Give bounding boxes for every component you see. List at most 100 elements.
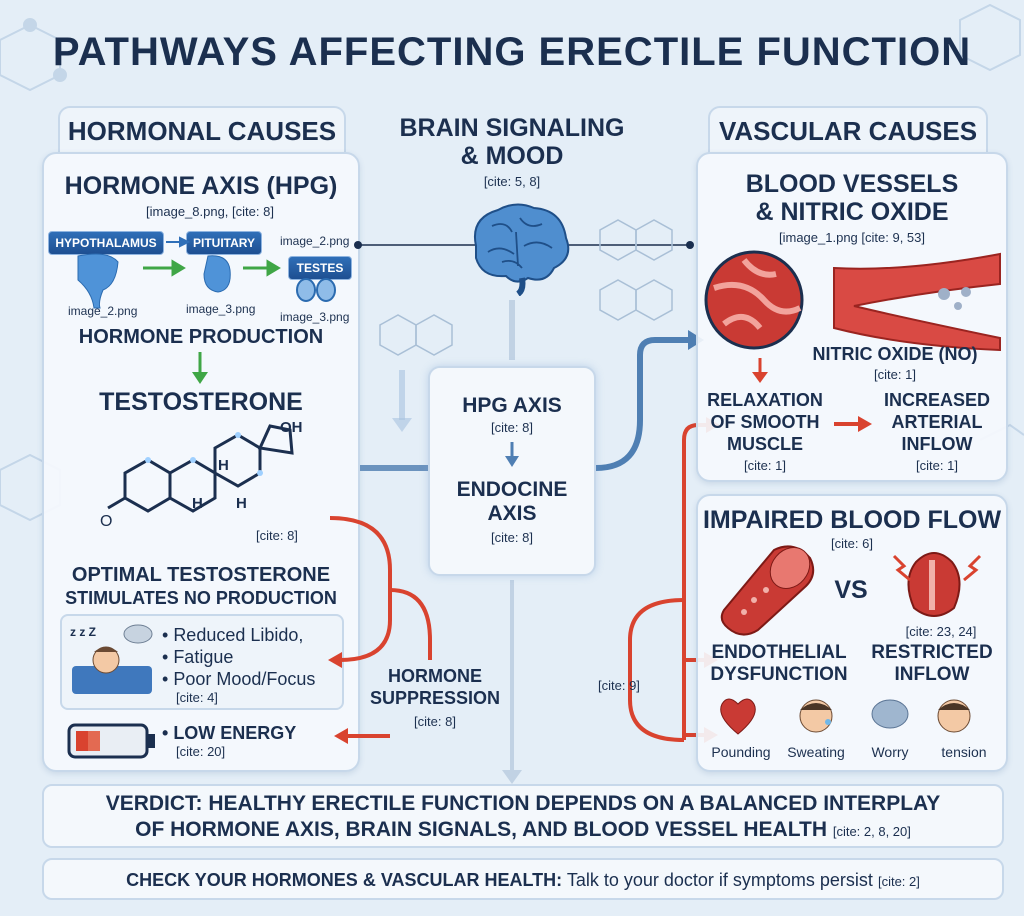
hypothalamus-icon xyxy=(77,253,119,309)
inflow-cite: [cite: 1] xyxy=(916,458,958,473)
inflow-line1: INCREASED xyxy=(883,390,990,410)
vessels-title-line1: BLOOD VESSELS xyxy=(745,170,959,198)
nitric-oxide-label: NITRIC OXIDE (NO) xyxy=(812,344,978,364)
testes-icon xyxy=(296,278,336,302)
relaxation-line3: MUSCLE xyxy=(727,434,803,454)
verdict-box: VERDICT: HEALTHY ERECTILE FUNCTION DEPEN… xyxy=(42,784,1004,848)
pituitary-icon xyxy=(203,255,231,293)
image-ref-hypothalamus: image_2.png xyxy=(68,304,138,318)
symptom-worry: Worry xyxy=(871,744,909,760)
testosterone-cite: [cite: 8] xyxy=(256,528,298,543)
hormonal-causes-tab: HORMONAL CAUSES xyxy=(58,106,346,154)
svg-text:H: H xyxy=(236,495,247,512)
vessels-cite: [image_1.png [cite: 9, 53] xyxy=(779,230,925,245)
endocine-axis-line1: ENDOCINE xyxy=(456,478,568,501)
verdict-line1: VERDICT: HEALTHY ERECTILE FUNCTION DEPEN… xyxy=(105,792,941,815)
side-cite: [cite: 9] xyxy=(598,678,640,693)
svg-text:H: H xyxy=(218,457,229,474)
footer-normal: Talk to your doctor if symptoms persist xyxy=(566,870,873,890)
endocine-axis-cite: [cite: 8] xyxy=(491,530,533,545)
low-energy: • LOW ENERGY xyxy=(162,723,297,743)
low-energy-text: LOW ENERGY xyxy=(173,723,297,743)
restricted-line2: INFLOW xyxy=(894,664,970,685)
hormone-suppression-line2: SUPPRESSION xyxy=(369,688,501,708)
symptom-libido: • Reduced Libido, xyxy=(162,625,304,645)
symptom-pounding: Pounding xyxy=(711,744,771,760)
hormone-axis-cite: [image_8.png, [cite: 8] xyxy=(146,204,274,219)
vessel-magnifier-icon xyxy=(704,250,804,350)
svg-text:H: H xyxy=(192,495,203,512)
relaxation-cite: [cite: 1] xyxy=(744,458,786,473)
hypothalamus-pill: HYPOTHALAMUS xyxy=(48,231,164,255)
symptom-libido-text: Reduced Libido, xyxy=(173,625,304,645)
image-ref-testes-top: image_2.png xyxy=(280,234,350,248)
svg-text:z z Z: z z Z xyxy=(70,625,96,639)
endothelial-line1: ENDOTHELIAL xyxy=(711,642,847,663)
red-right-arrow xyxy=(834,416,872,432)
symptom-sweating: Sweating xyxy=(787,744,845,760)
brain-title-line1: BRAIN SIGNALING xyxy=(399,114,625,142)
verdict-line2-row: OF HORMONE AXIS, BRAIN SIGNALS, AND BLOO… xyxy=(44,818,1002,842)
hormone-axis-title: HORMONE AXIS (HPG) xyxy=(64,172,338,200)
footer-bold: CHECK YOUR HORMONES & VASCULAR HEALTH: xyxy=(126,870,563,890)
impaired-flow-cite: [cite: 6] xyxy=(831,536,873,551)
green-down-arrow xyxy=(192,352,208,384)
footer-row: CHECK YOUR HORMONES & VASCULAR HEALTH: T… xyxy=(44,870,1002,891)
verdict-line2: OF HORMONE AXIS, BRAIN SIGNALS, AND BLOO… xyxy=(135,818,827,841)
testes-pill: TESTES xyxy=(288,256,352,280)
symptoms-cite: [cite: 4] xyxy=(176,690,218,705)
inflow-line2: ARTERIAL xyxy=(891,412,983,432)
impaired-flow-title: IMPAIRED BLOOD FLOW xyxy=(702,506,1002,534)
red-down-arrow xyxy=(752,358,768,383)
verdict-cite: [cite: 2, 8, 20] xyxy=(832,824,911,839)
hormone-suppression-cite: [cite: 8] xyxy=(414,714,456,729)
testosterone-molecule-icon: O OH H H H xyxy=(100,419,303,530)
brain-icon xyxy=(474,203,570,296)
symptom-fatigue-text: Fatigue xyxy=(173,647,234,667)
low-battery-icon xyxy=(67,723,155,759)
brain-title-line2: & MOOD xyxy=(460,142,564,170)
restricted-cite: [cite: 23, 24] xyxy=(905,624,977,639)
svg-text:O: O xyxy=(100,513,112,530)
brain-cite: [cite: 5, 8] xyxy=(483,174,541,189)
damaged-artery-icon xyxy=(720,545,815,636)
testosterone-label: TESTOSTERONE xyxy=(99,388,303,416)
hpg-gland-illustration xyxy=(77,236,336,309)
symptom-fatigue: • Fatigue xyxy=(162,647,234,667)
hormone-production-label: HORMONE PRODUCTION xyxy=(78,326,324,348)
endocine-axis-line2: AXIS xyxy=(487,502,537,525)
blood-vessel-illustration xyxy=(704,250,1001,352)
footer-cite: [cite: 2] xyxy=(877,874,920,889)
page-title: PATHWAYS AFFECTING ERECTILE FUNCTION xyxy=(52,30,972,74)
relaxation-line2: OF SMOOTH xyxy=(710,412,820,432)
image-ref-pituitary: image_3.png xyxy=(186,302,256,316)
hpg-axis-box xyxy=(428,366,596,576)
footer-box: CHECK YOUR HORMONES & VASCULAR HEALTH: T… xyxy=(42,858,1004,900)
endothelial-line2: DYSFUNCTION xyxy=(710,664,848,685)
low-energy-cite: [cite: 20] xyxy=(176,744,226,759)
vascular-causes-tab: VASCULAR CAUSES xyxy=(708,106,988,154)
optimal-testosterone-line1: OPTIMAL TESTOSTERONE xyxy=(71,564,331,586)
hpg-axis-label: HPG AXIS xyxy=(462,394,562,417)
tired-person-icon: z z Z xyxy=(70,624,153,694)
vessels-title-line2: & NITRIC OXIDE xyxy=(755,198,949,226)
optimal-testosterone-line2: STIMULATES NO PRODUCTION xyxy=(65,588,337,608)
symptom-mood: • Poor Mood/Focus xyxy=(162,669,316,689)
restricted-artery-icon xyxy=(892,552,982,617)
inflow-line3: INFLOW xyxy=(901,434,973,454)
symptom-tension: tension xyxy=(941,744,987,760)
image-ref-testes: image_3.png xyxy=(280,310,350,324)
svg-text:OH: OH xyxy=(280,419,303,436)
restricted-line1: RESTRICTED xyxy=(871,642,993,663)
heart-icon xyxy=(720,698,756,735)
symptom-mood-text: Poor Mood/Focus xyxy=(173,669,316,689)
hpg-down-arrow xyxy=(505,442,519,467)
nitric-oxide-cite: [cite: 1] xyxy=(874,367,916,382)
symptom-icons-row xyxy=(720,698,971,735)
artery-icon xyxy=(833,252,1001,352)
hpg-axis-cite: [cite: 8] xyxy=(491,420,533,435)
hormone-suppression-line1: HORMONE xyxy=(388,666,482,686)
relaxation-line1: RELAXATION xyxy=(707,390,823,410)
worry-brain-icon xyxy=(871,699,909,729)
